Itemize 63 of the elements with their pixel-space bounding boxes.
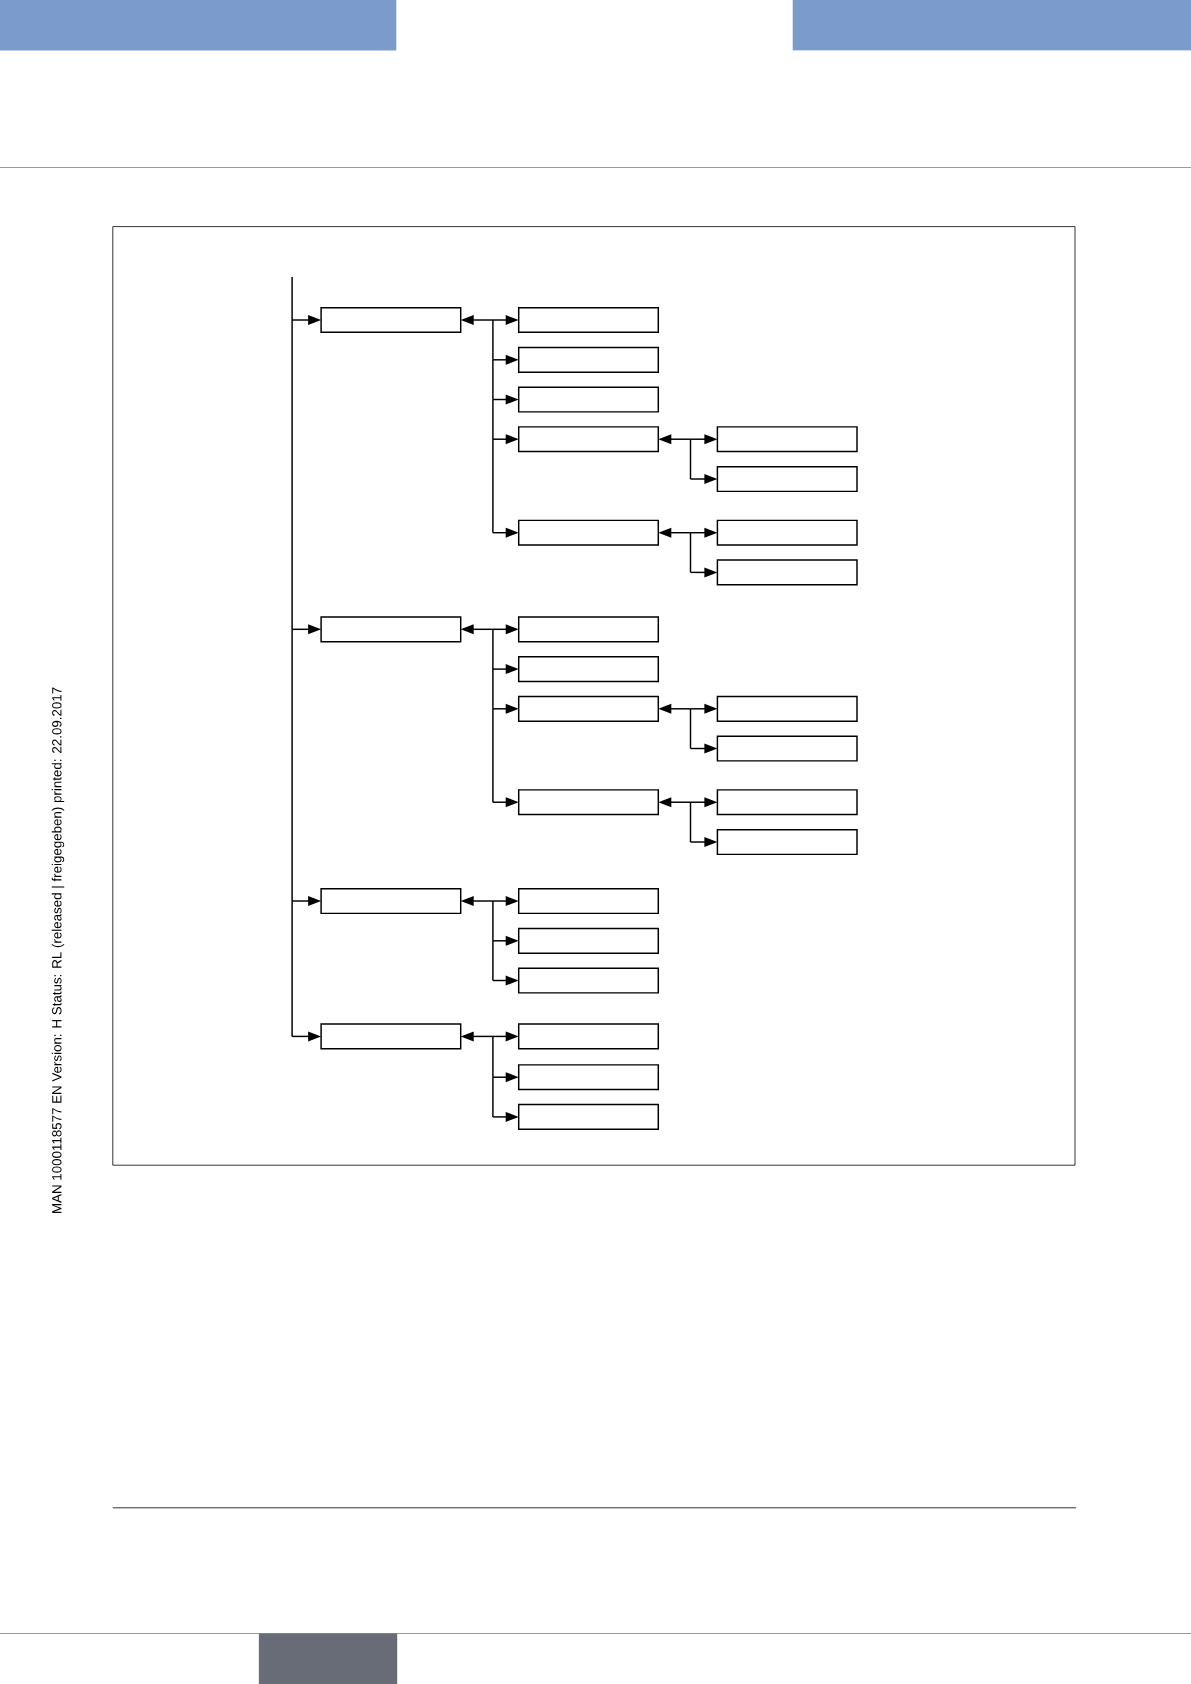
arrow xyxy=(492,394,519,405)
arrow xyxy=(492,1072,519,1083)
menu-box xyxy=(320,616,462,643)
menu-box xyxy=(517,426,660,453)
arrow-trunk xyxy=(658,797,692,808)
menu-box xyxy=(716,559,858,586)
menu-box xyxy=(517,386,660,413)
arrow xyxy=(492,354,519,365)
menu-box xyxy=(517,1023,660,1050)
menu-box xyxy=(320,1023,462,1050)
menu-box xyxy=(517,1103,660,1130)
menu-box xyxy=(517,1064,660,1091)
menu-box xyxy=(517,519,660,546)
menu-box xyxy=(517,967,660,994)
arrow xyxy=(291,896,322,906)
arrow-trunk xyxy=(460,624,494,635)
arrow xyxy=(689,703,718,714)
arrow xyxy=(492,896,519,906)
arrow xyxy=(492,1111,519,1122)
arrow-trunk xyxy=(658,703,692,714)
arrow-trunk xyxy=(658,434,692,445)
menu-box xyxy=(716,735,858,762)
menu-box xyxy=(517,927,660,954)
arrow xyxy=(291,624,322,635)
menu-box xyxy=(517,789,660,816)
menu-box xyxy=(320,306,462,334)
menu-box xyxy=(716,426,858,453)
arrow xyxy=(689,474,718,484)
menu-box xyxy=(716,789,858,816)
arrow-trunk xyxy=(460,315,494,325)
menu-box xyxy=(716,828,858,856)
arrow xyxy=(689,434,718,445)
arrow xyxy=(492,315,519,325)
menu-box xyxy=(320,887,462,915)
arrow xyxy=(689,567,718,578)
arrow xyxy=(492,664,519,675)
menu-box xyxy=(517,656,660,683)
menu-box xyxy=(517,346,660,373)
arrow xyxy=(291,1031,322,1042)
arrow xyxy=(291,315,322,325)
arrow xyxy=(689,743,718,754)
arrow xyxy=(492,527,519,538)
menu-box xyxy=(716,695,858,722)
arrow xyxy=(689,797,718,808)
document-info: MAN 1000118577 EN Version: H Status: RL (released | freigegeben) printed: 22.09.2017 xyxy=(51,687,65,1213)
arrow xyxy=(492,797,519,808)
menu-box xyxy=(517,616,660,643)
menu-box xyxy=(716,519,858,546)
arrow xyxy=(492,975,519,986)
arrow-trunk xyxy=(658,527,692,538)
arrow-trunk xyxy=(460,1031,494,1042)
arrow xyxy=(492,935,519,946)
arrow xyxy=(689,837,718,847)
arrow xyxy=(492,624,519,635)
arrow xyxy=(492,1031,519,1042)
menu-box xyxy=(517,306,660,334)
menu-box xyxy=(517,887,660,915)
arrow-trunk xyxy=(460,896,494,906)
arrow xyxy=(492,703,519,714)
menu-box xyxy=(716,465,858,493)
arrow xyxy=(689,527,718,538)
arrow xyxy=(492,434,519,445)
menu-box xyxy=(517,695,660,722)
